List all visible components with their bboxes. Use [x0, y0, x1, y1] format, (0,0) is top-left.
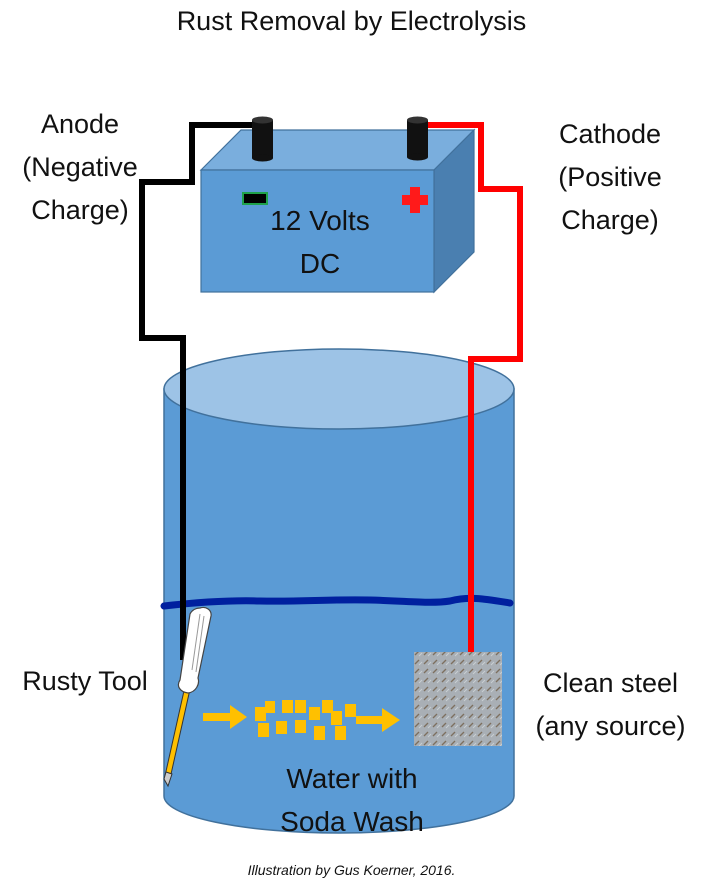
right-arrow-icon — [356, 708, 400, 732]
battery-front-face — [200, 169, 435, 293]
left-arrow-icon — [203, 705, 247, 729]
rust-particles — [255, 700, 356, 740]
rust-migration — [203, 700, 400, 740]
solution-label: Water with Soda Wash — [280, 763, 424, 837]
negative-wire — [139, 122, 262, 660]
clean-steel-label: Clean steel (any source) — [535, 668, 686, 741]
positive-terminal — [407, 116, 428, 161]
negative-terminal — [252, 116, 273, 162]
minus-sign-icon — [242, 192, 268, 205]
positive-wire — [417, 122, 523, 652]
cathode-label: Cathode (Positive Charge) — [558, 119, 662, 235]
battery-top-face — [199, 129, 476, 171]
clean-steel-plate — [414, 652, 502, 746]
tank-top — [163, 348, 515, 430]
battery — [199, 116, 476, 294]
anode-label: Anode (Negative Charge) — [22, 109, 138, 225]
water-line — [160, 594, 514, 610]
battery-label: 12 Volts DC — [270, 205, 370, 279]
plus-sign-icon — [402, 187, 428, 213]
illustration-credit: Illustration by Gus Koerner, 2016. — [247, 862, 456, 878]
rusty-tool-label: Rusty Tool — [22, 666, 148, 696]
rusty-tool-screwdriver — [163, 606, 212, 788]
diagram-title: Rust Removal by Electrolysis — [176, 6, 527, 36]
